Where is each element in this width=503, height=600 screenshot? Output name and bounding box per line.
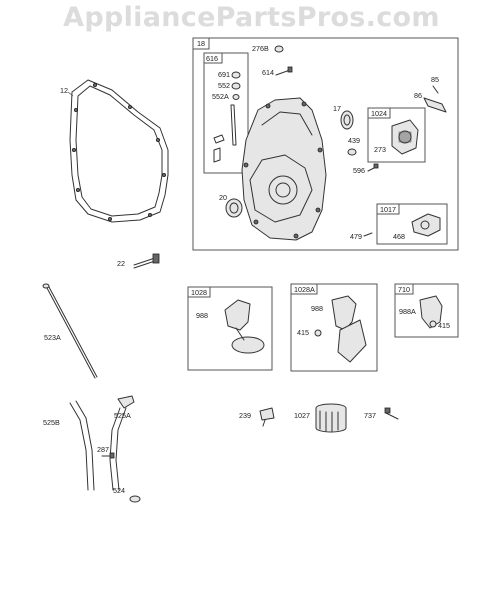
label-415-710: 415	[438, 321, 450, 330]
label-614: 614	[262, 68, 274, 77]
plate-part-86[interactable]: 86	[414, 91, 447, 113]
label-988-1028: 988	[196, 311, 208, 320]
oil-pickup-1028[interactable]: 988	[196, 299, 265, 354]
box-710[interactable]: 710	[394, 283, 459, 338]
box-1024[interactable]: 1024	[367, 107, 426, 163]
label-737: 737	[364, 411, 376, 420]
crankcase-cover[interactable]	[241, 97, 327, 241]
label-415-1028A: 415	[297, 328, 309, 337]
tube-part-525B[interactable]: 525B	[43, 400, 95, 491]
label-552: 552	[218, 81, 230, 90]
label-1027: 1027	[294, 411, 310, 420]
label-988-1028A: 988	[311, 304, 323, 313]
box-1028A-label: 1028A	[294, 285, 315, 294]
label-988A: 988A	[399, 307, 416, 316]
assembly-1017[interactable]: 468	[393, 213, 441, 241]
seal-part-20[interactable]: 20	[219, 193, 243, 218]
box-18-label: 18	[197, 39, 205, 48]
label-525B: 525B	[43, 418, 60, 427]
label-479: 479	[350, 232, 362, 241]
box-1028-label: 1028	[191, 288, 207, 297]
box-1024-label: 1024	[371, 109, 387, 118]
label-524: 524	[113, 486, 125, 495]
oil-pickup-1028A[interactable]: 988 415	[297, 295, 367, 363]
bolt-part-85[interactable]: 85	[431, 75, 439, 94]
bolt-part-614[interactable]: 614	[262, 66, 293, 77]
label-12: 12	[60, 86, 68, 95]
label-552A: 552A	[212, 92, 229, 101]
seal-part-17[interactable]: 17	[333, 104, 354, 130]
tube-part-525A[interactable]: 525A	[109, 395, 135, 491]
label-525A: 525A	[114, 411, 131, 420]
bolt-part-737[interactable]: 737	[364, 407, 399, 420]
label-17: 17	[333, 104, 341, 113]
governor-parts-616[interactable]: 691 552 552A	[212, 70, 241, 163]
label-276B: 276B	[252, 44, 269, 53]
screw-part-287[interactable]: 287	[97, 445, 115, 459]
plug-part-276B[interactable]: 276B	[252, 44, 284, 53]
box-1017-label: 1017	[380, 205, 396, 214]
label-439: 439	[348, 136, 360, 145]
box-710-label: 710	[398, 285, 410, 294]
bolt-part-22[interactable]: 22	[117, 253, 160, 269]
label-287: 287	[97, 445, 109, 454]
box-18[interactable]: 18	[192, 37, 459, 251]
box-616[interactable]: 616	[203, 52, 249, 174]
oil-filter-part-1027[interactable]: 1027	[294, 403, 347, 433]
label-468: 468	[393, 232, 405, 241]
screw-part-596[interactable]: 596	[353, 163, 379, 175]
label-20: 20	[219, 193, 227, 202]
label-86: 86	[414, 91, 422, 100]
label-273: 273	[374, 145, 386, 154]
label-523A: 523A	[44, 333, 61, 342]
dipstick-part-523A[interactable]: 523A	[42, 283, 98, 379]
box-1017[interactable]: 1017	[376, 203, 448, 245]
label-596: 596	[353, 166, 365, 175]
box-1028A[interactable]: 1028A	[290, 283, 378, 372]
sensor-part-239[interactable]: 239	[239, 407, 275, 427]
cap-part-524[interactable]: 524	[113, 486, 141, 503]
label-239: 239	[239, 411, 251, 420]
washer-part-439[interactable]: 439	[347, 136, 360, 156]
box-1028[interactable]: 1028	[187, 286, 273, 371]
gasket-part-12[interactable]: 12	[60, 79, 169, 223]
label-85: 85	[431, 75, 439, 84]
box-616-label: 616	[206, 54, 218, 63]
oil-pump-1024[interactable]: 273	[374, 119, 419, 155]
watermark: AppliancePartsPros.com	[63, 2, 440, 33]
assembly-710[interactable]: 988A 415	[399, 295, 450, 330]
label-22: 22	[117, 259, 125, 268]
label-691: 691	[218, 70, 230, 79]
bolt-part-479[interactable]: 479	[350, 232, 373, 241]
